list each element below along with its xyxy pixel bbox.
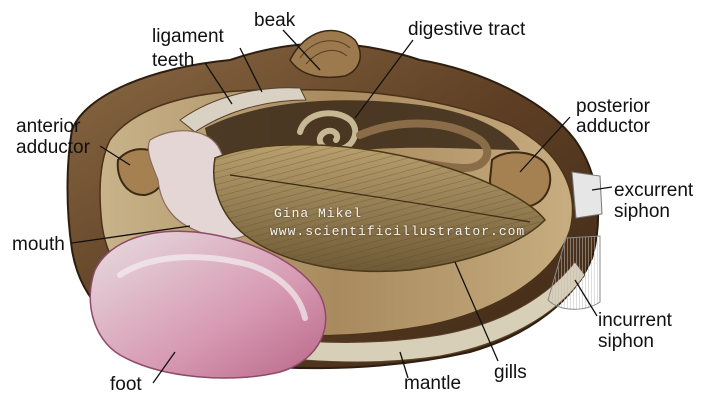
label-excurrent-siphon: siphon	[614, 201, 670, 222]
beak-ridge	[290, 30, 360, 77]
label-anterior: anterior	[16, 116, 80, 137]
watermark-url: www.scientificillustrator.com	[270, 224, 525, 239]
label-digestive-tract: digestive tract	[408, 19, 525, 40]
label-teeth: teeth	[152, 50, 194, 71]
label-incurrent: incurrent	[598, 310, 672, 331]
label-anterior-adductor: adductor	[16, 137, 90, 158]
excurrent-siphon	[572, 172, 602, 218]
label-mouth: mouth	[12, 234, 65, 255]
label-posterior: posterior	[576, 96, 650, 117]
watermark-name: Gina Mikel	[274, 206, 362, 221]
label-ligament: ligament	[152, 26, 224, 47]
label-gills: gills	[494, 362, 527, 383]
label-incurrent-siphon: siphon	[598, 331, 654, 352]
label-foot: foot	[110, 374, 142, 395]
label-excurrent: excurrent	[614, 180, 693, 201]
label-beak: beak	[254, 10, 295, 31]
label-mantle: mantle	[404, 373, 461, 394]
label-posterior-adductor: adductor	[576, 116, 650, 137]
